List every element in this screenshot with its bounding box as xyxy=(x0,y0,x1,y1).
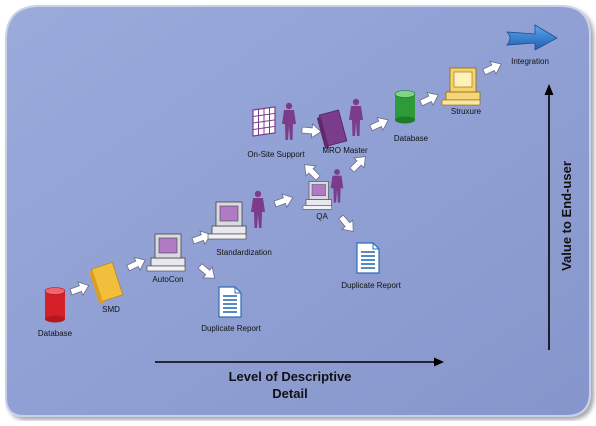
database-end-icon xyxy=(394,90,416,124)
x-axis-label-line1: Level of Descriptive xyxy=(229,369,352,384)
node-label-duplicate-report-2: Duplicate Report xyxy=(341,281,401,290)
x-axis-arrow xyxy=(155,357,444,367)
node-label-mro-master: MRO Master xyxy=(322,146,368,155)
x-axis-label-line2: Detail xyxy=(272,386,307,401)
node-label-struxure: Struxure xyxy=(451,107,482,116)
struxure-computer-icon xyxy=(441,67,481,106)
database-start-icon xyxy=(44,287,66,323)
mro-book-icon xyxy=(316,109,348,149)
background-panel xyxy=(5,5,591,417)
node-label-database-start: Database xyxy=(38,329,73,338)
y-axis-arrow xyxy=(544,84,554,350)
integration-arrow-icon xyxy=(505,24,558,51)
node-label-qa: QA xyxy=(316,212,328,221)
node-label-smd: SMD xyxy=(102,305,120,314)
node-label-standardization: Standardization xyxy=(216,248,272,257)
node-label-database-end: Database xyxy=(394,134,429,143)
onsite-grid-icon xyxy=(252,106,276,137)
duplicate-report-1-icon xyxy=(218,286,242,318)
smd-book-icon xyxy=(89,261,124,305)
y-axis-label: Value to End-user xyxy=(559,161,574,271)
node-label-onsite-support: On-Site Support xyxy=(247,150,305,159)
node-label-integration: Integration xyxy=(511,57,549,66)
node-label-autocon: AutoCon xyxy=(152,275,183,284)
node-label-duplicate-report-1: Duplicate Report xyxy=(201,324,261,333)
duplicate-report-2-icon xyxy=(356,242,380,274)
